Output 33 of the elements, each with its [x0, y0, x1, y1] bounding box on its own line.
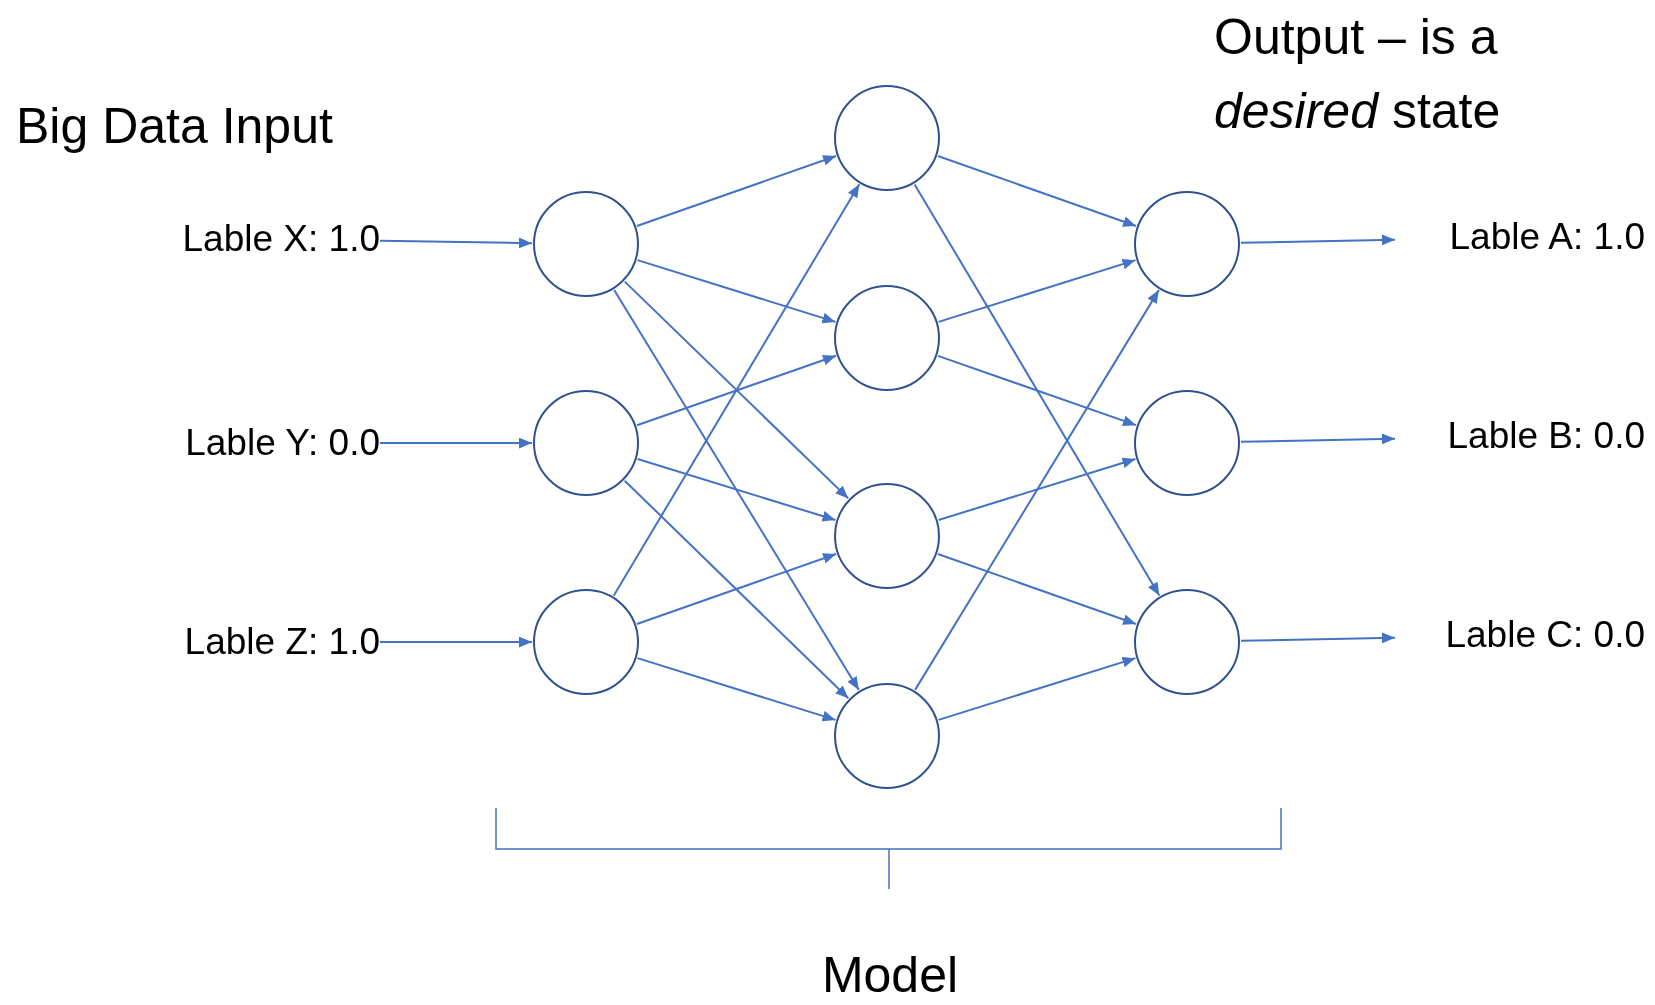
- arrow: [379, 636, 533, 648]
- heading: Output – is a desired state: [1214, 8, 1502, 141]
- heading: Big Data Input: [16, 97, 334, 156]
- output-label: Lable C: 0.0: [1395, 610, 1645, 660]
- arrow: [1240, 234, 1396, 246]
- arrow: [613, 289, 860, 691]
- output-label: Lable A: 1.0: [1395, 212, 1645, 262]
- arrow: [636, 259, 837, 324]
- arrow: [937, 258, 1137, 323]
- arrow: [623, 479, 850, 700]
- arrow: [913, 183, 1161, 597]
- arrow: [379, 437, 533, 449]
- arrow: [937, 457, 1137, 521]
- arrow: [1240, 433, 1396, 445]
- input-label: Lable Y: 0.0: [140, 418, 380, 468]
- input-label: Lable Z: 1.0: [140, 617, 380, 667]
- arrow: [612, 183, 861, 597]
- arrow: [936, 354, 1138, 427]
- arrow: [936, 155, 1138, 227]
- output-label: Lable B: 0.0: [1395, 411, 1645, 461]
- arrow: [623, 280, 850, 500]
- arrow: [937, 656, 1137, 721]
- arrow: [914, 289, 1160, 691]
- arrow: [636, 457, 837, 522]
- arrow: [635, 552, 838, 626]
- bracket-label: Model: [820, 948, 960, 1003]
- arrow: [636, 657, 837, 722]
- arrow: [635, 154, 838, 228]
- arrow: [1240, 632, 1396, 644]
- arrow: [636, 354, 837, 427]
- input-label: Lable X: 1.0: [140, 214, 380, 264]
- arrow: [379, 237, 533, 249]
- arrow: [936, 553, 1138, 625]
